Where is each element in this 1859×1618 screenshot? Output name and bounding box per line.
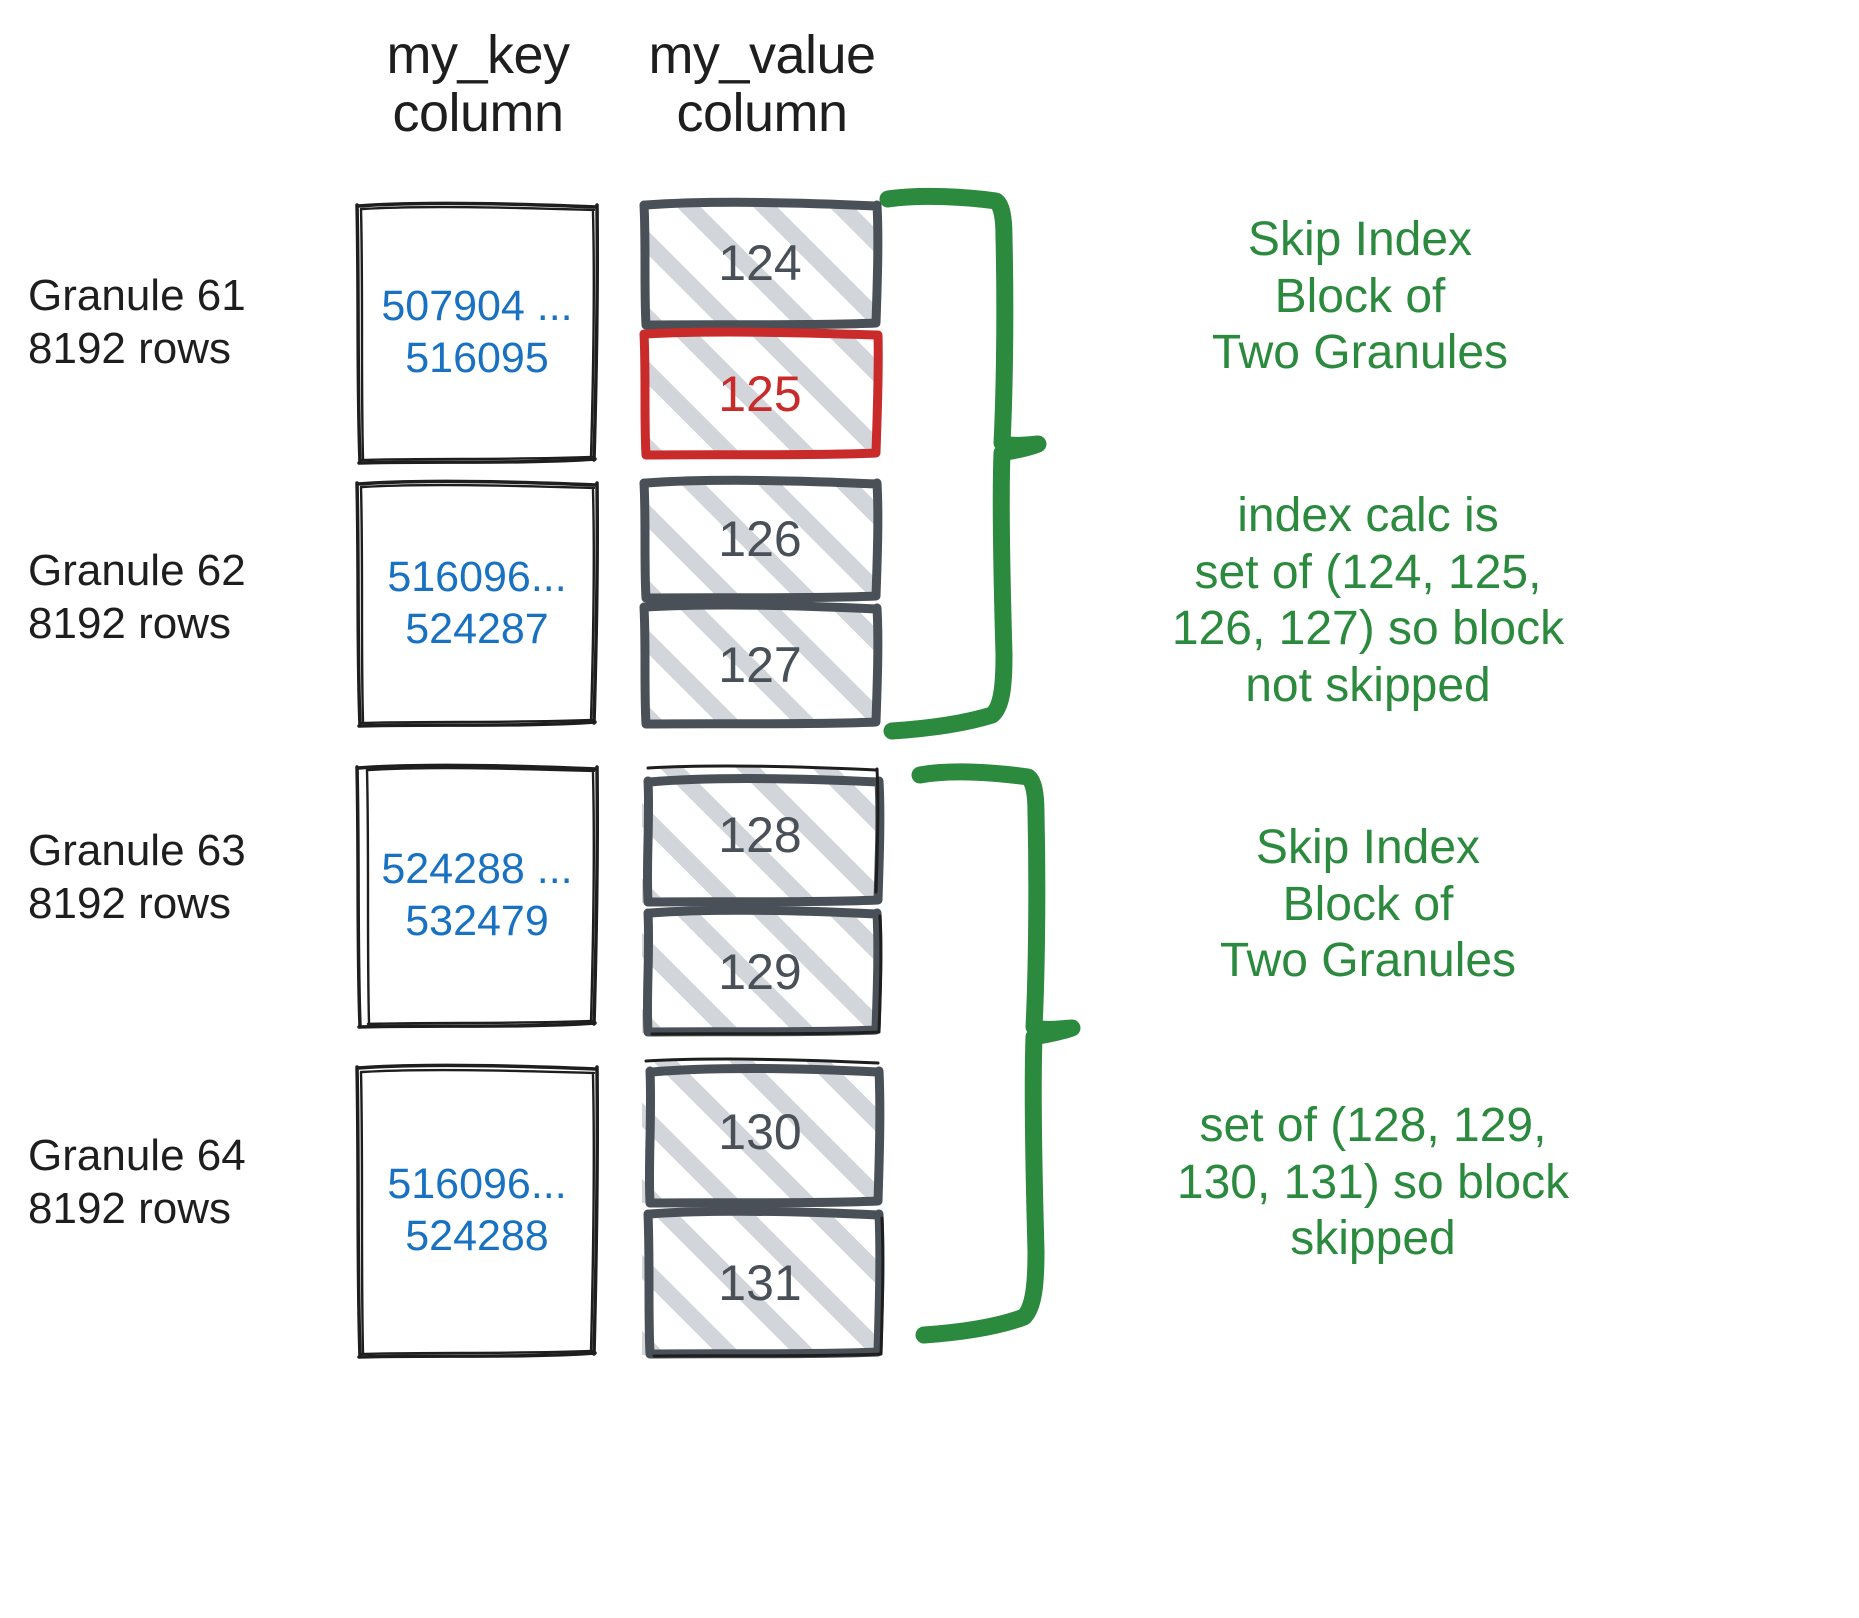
value-text: 126 <box>718 511 802 567</box>
value-text: 128 <box>718 807 802 863</box>
value-box-127: 127 <box>636 600 884 729</box>
key-box-granule-61: 507904 ... 516095 <box>354 198 600 466</box>
value-text: 129 <box>718 944 802 1000</box>
value-text: 131 <box>718 1255 802 1311</box>
value-text: 127 <box>718 637 802 693</box>
value-box-125-highlighted: 125 <box>636 327 884 460</box>
granule-label-64: Granule 64 8192 rows <box>28 1131 246 1233</box>
granule-label-62: Granule 62 8192 rows <box>28 546 246 648</box>
column-header-my-key: my_key column <box>386 25 570 144</box>
annotation-skip-index-block-bottom: Skip Index Block of Two Granules <box>1219 821 1517 988</box>
annotation-skip-index-block-top: Skip Index Block of Two Granules <box>1211 213 1509 380</box>
value-box-129: 129 <box>636 905 884 1038</box>
key-range-granule-62: 516096... 524287 <box>387 552 567 653</box>
value-box-128: 128 <box>636 762 885 908</box>
key-box-granule-63: 524288 ... 532479 <box>354 760 600 1030</box>
value-box-130: 130 <box>636 1056 885 1208</box>
value-text: 125 <box>718 366 802 422</box>
key-range-granule-61: 507904 ... 516095 <box>381 281 573 382</box>
granule-label-63: Granule 63 8192 rows <box>28 826 246 928</box>
value-box-131: 131 <box>636 1206 885 1360</box>
key-box-granule-64: 516096... 524288 <box>354 1060 600 1360</box>
key-range-granule-64: 516096... 524288 <box>387 1159 567 1260</box>
column-header-my-value: my_value column <box>648 25 876 144</box>
granule-label-61: Granule 61 8192 rows <box>28 271 246 373</box>
value-text: 124 <box>718 235 802 291</box>
value-text: 130 <box>718 1104 802 1160</box>
key-range-granule-63: 524288 ... 532479 <box>381 844 573 945</box>
annotation-set-of-block-skipped: set of (128, 129, 130, 131) so block ski… <box>1176 1099 1570 1266</box>
value-box-124: 124 <box>636 196 884 330</box>
annotation-index-calc-not-skipped: index calc is set of (124, 125, 126, 127… <box>1171 489 1565 712</box>
value-box-126: 126 <box>636 475 884 603</box>
skip-index-bracket-top <box>879 187 1047 740</box>
key-box-granule-62: 516096... 524287 <box>354 477 600 729</box>
